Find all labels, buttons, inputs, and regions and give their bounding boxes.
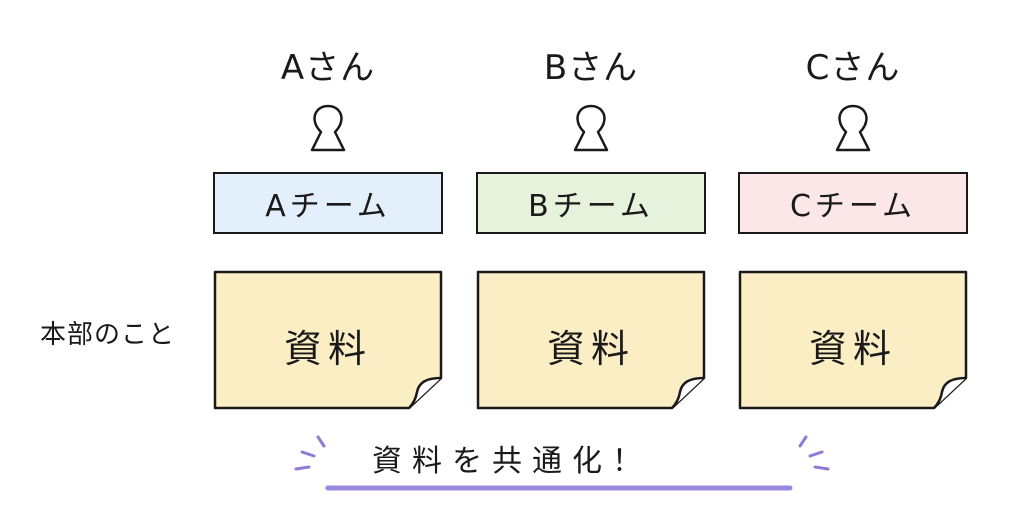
person-icon (835, 104, 871, 152)
team-c-label: Cチーム (789, 189, 917, 224)
person-c-name: Cさん (805, 48, 901, 88)
shared-caption: 資料を共通化！ (372, 444, 652, 479)
person-icon (310, 104, 346, 152)
person-icon (573, 104, 609, 152)
team-a-box: Aチーム (213, 172, 443, 234)
team-b-box: Bチーム (476, 172, 706, 234)
person-b-name: Bさん (543, 48, 639, 88)
team-a-label: Aチーム (265, 189, 391, 224)
hq-label: 本部のこと (40, 320, 176, 350)
document-note-shape (476, 270, 706, 410)
right-sparkle-icon (798, 435, 830, 471)
team-c-box: Cチーム (738, 172, 968, 234)
person-b: Bさん (476, 48, 706, 154)
document-c-label: 資料 (808, 327, 897, 371)
document-b-card: 資料 (476, 270, 706, 410)
team-b-label: Bチーム (528, 189, 654, 224)
document-b-label: 資料 (546, 327, 635, 371)
person-c: Cさん (738, 48, 968, 154)
person-a-name: Aさん (280, 48, 376, 88)
document-a-label: 資料 (283, 327, 372, 371)
person-a: Aさん (213, 48, 443, 154)
document-a-card: 資料 (213, 270, 443, 410)
left-sparkle-icon (294, 435, 326, 471)
document-note-shape (738, 270, 968, 410)
document-note-shape (213, 270, 443, 410)
document-c-card: 資料 (738, 270, 968, 410)
